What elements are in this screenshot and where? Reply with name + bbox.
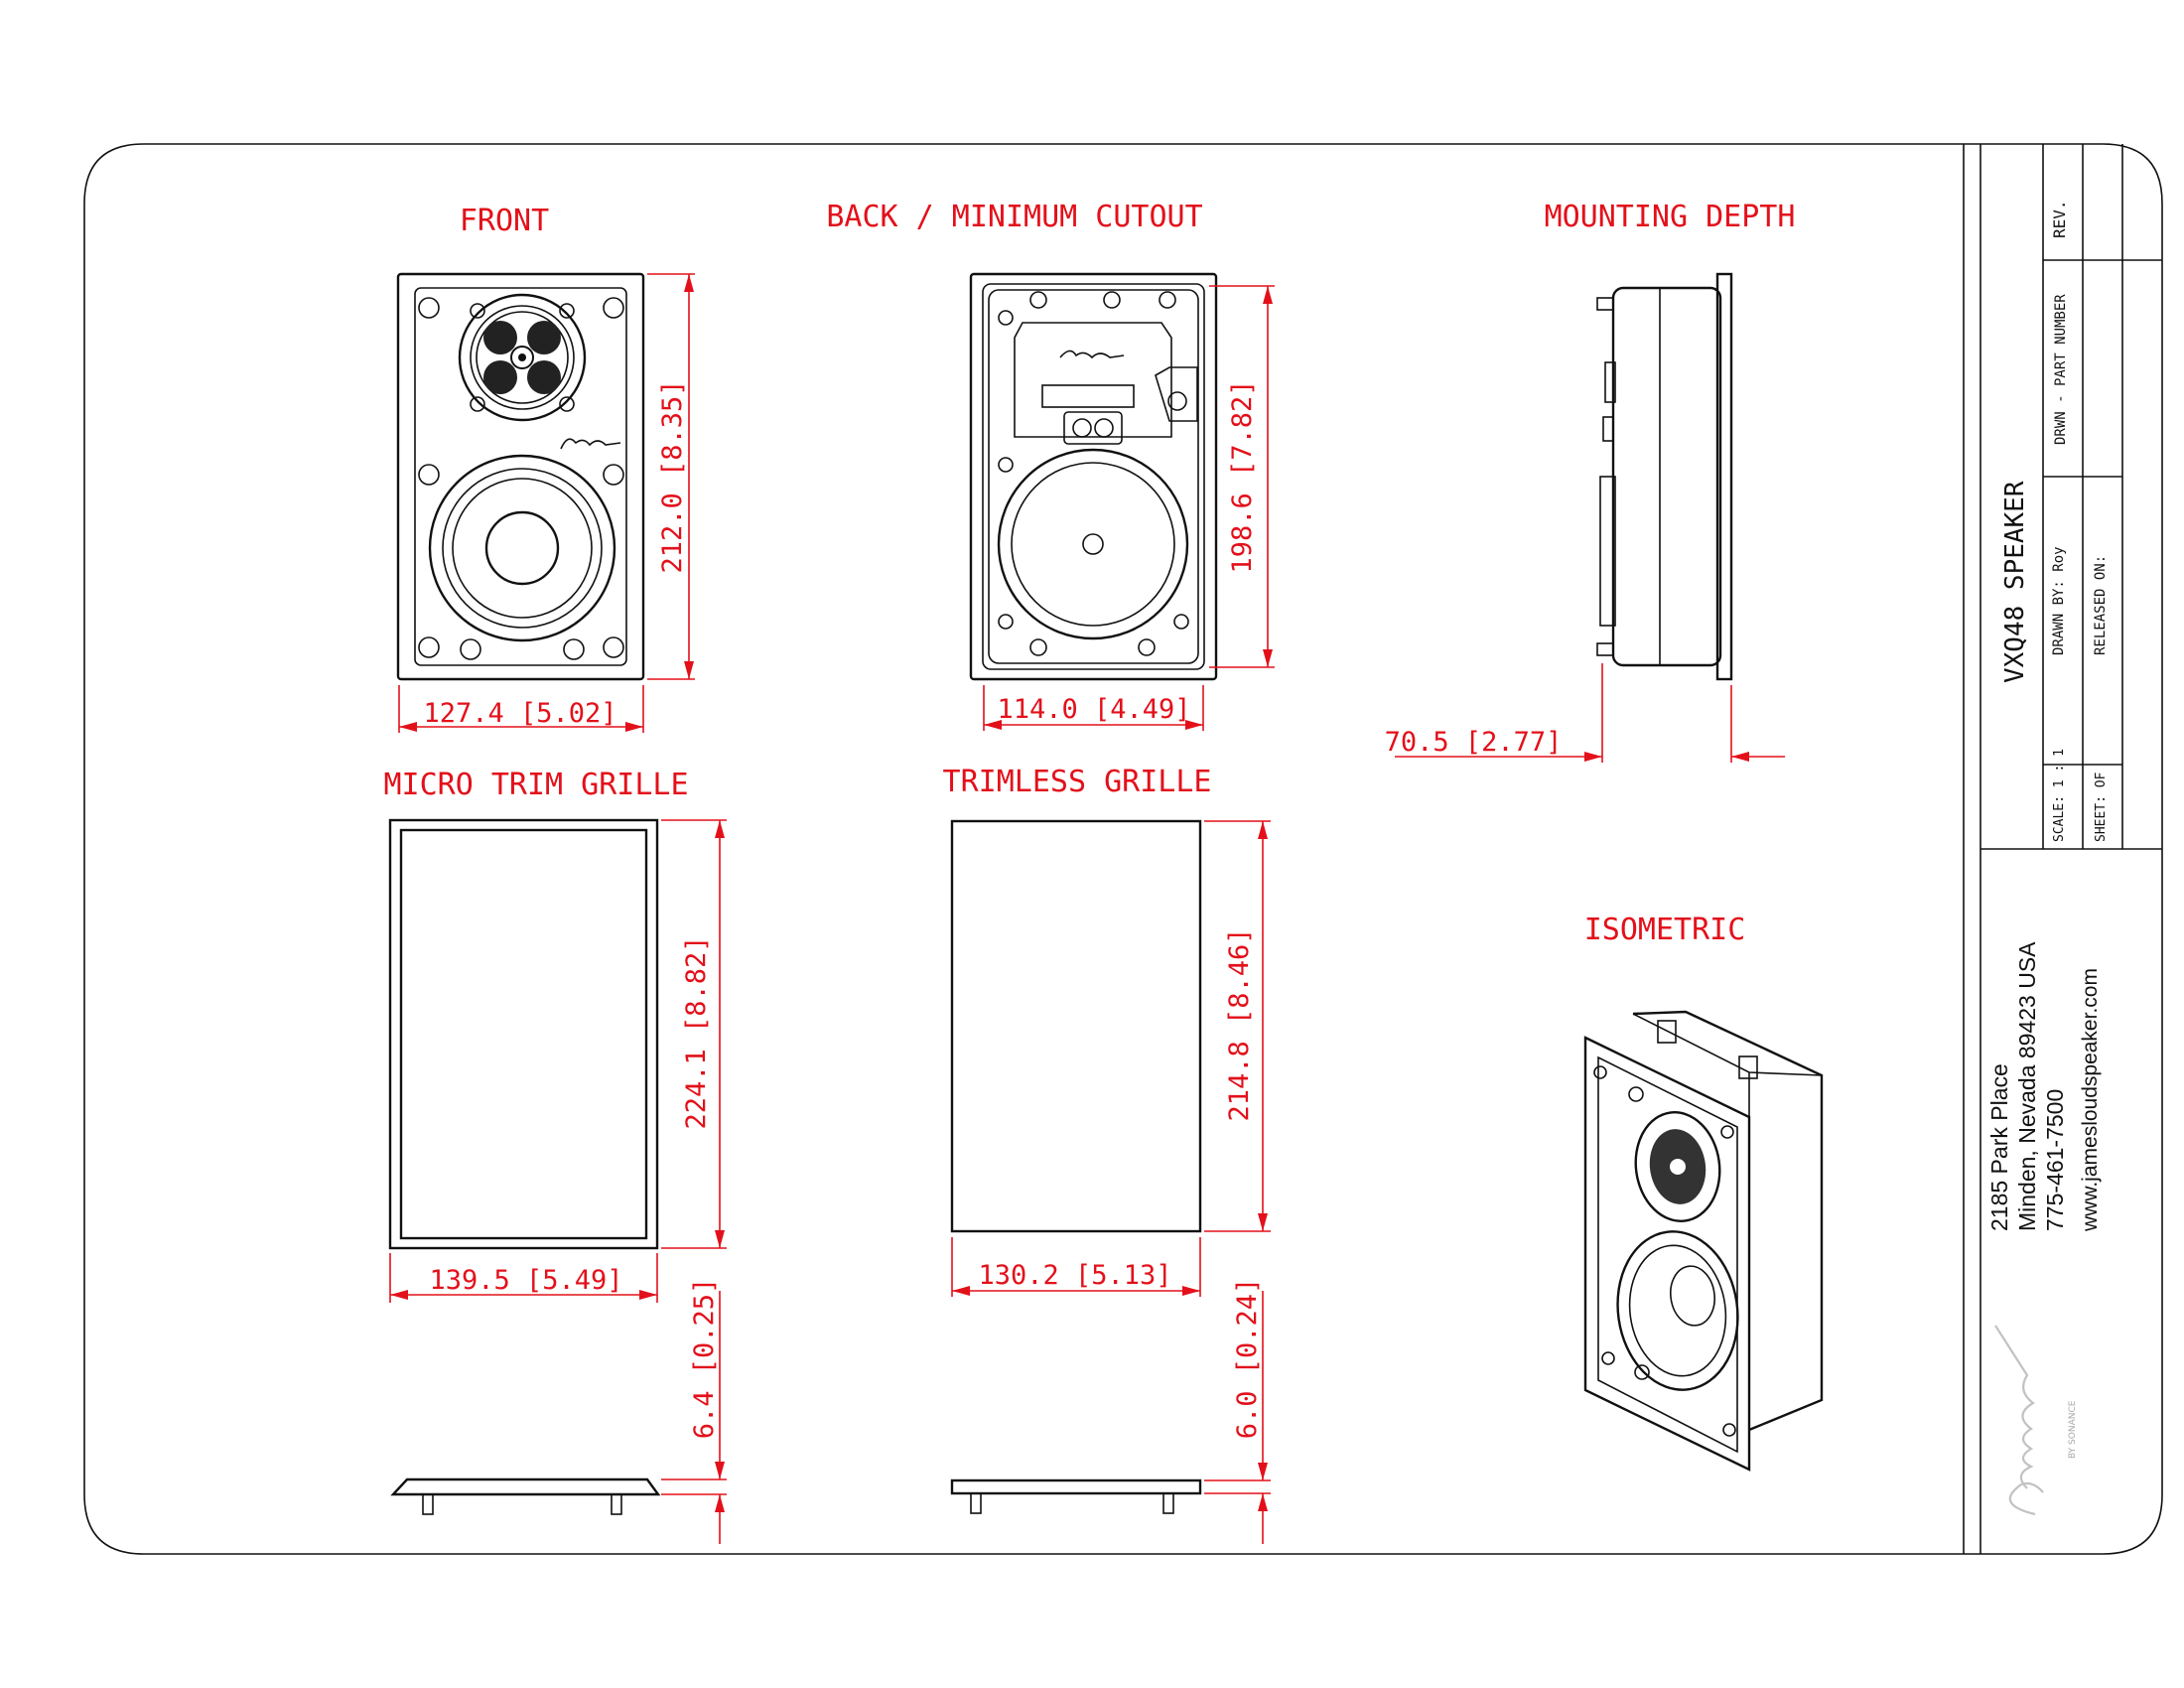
dim-micro-trim-thickness: 6.4 [0.25] <box>689 1278 720 1440</box>
back-view: 114.0 [4.49] 198.6 [7.82] <box>969 272 1275 731</box>
sheet-border <box>83 143 2163 1555</box>
iso-woofer-icon <box>1616 1230 1739 1391</box>
released-on: RELEASED ON: <box>2093 555 2109 655</box>
mounting-screw-icon <box>418 297 624 660</box>
trimless-grille-view: 130.2 [5.13] 214.8 [8.46] 6.0 [0.24] <box>950 819 1271 1544</box>
sheet-label: SHEET: OF <box>2094 772 2109 842</box>
james-logo: BY SONANCE <box>1994 1325 2078 1516</box>
dim-mounting-depth: 70.5 [2.77] <box>1385 727 1563 758</box>
dim-micro-trim-height: 224.1 [8.82] <box>681 935 712 1129</box>
revision-label: REV. <box>2050 200 2069 238</box>
front-badge <box>560 438 621 450</box>
title-block: REV. DRWN - PART NUMBER VXQ48 SPEAKER DR… <box>1980 144 2162 850</box>
part-number-label: DRWN - PART NUMBER <box>2053 294 2069 445</box>
view-title-trimless: TRIMLESS GRILLE <box>943 765 1212 799</box>
company-info: 2185 Park Place Minden, Nevada 89423 USA… <box>1986 941 2102 1516</box>
view-title-back: BACK / MINIMUM CUTOUT <box>826 200 1202 234</box>
isometric-view <box>1583 1010 1824 1472</box>
view-title-depth: MOUNTING DEPTH <box>1545 200 1796 234</box>
drawn-by: DRAWN BY: Roy <box>2051 546 2067 655</box>
view-title-front: FRONT <box>460 204 549 238</box>
dim-trimless-thickness: 6.0 [0.24] <box>1232 1278 1263 1440</box>
front-view: 127.4 [5.02] 212.0 [8.35] <box>396 272 695 733</box>
address-line-1: 2185 Park Place <box>1986 1063 2012 1231</box>
dim-trimless-height: 214.8 [8.46] <box>1224 927 1255 1121</box>
micro-trim-grille-view: 139.5 [5.49] 224.1 [8.82] 6.4 [0.25] <box>388 818 727 1544</box>
website: www.jamesloudspeaker.com <box>2079 968 2102 1232</box>
tweeter-icon <box>458 293 587 422</box>
view-title-micro-trim: MICRO TRIM GRILLE <box>383 768 688 802</box>
dim-trimless-width: 130.2 [5.13] <box>978 1260 1171 1291</box>
woofer-icon <box>428 454 616 642</box>
dim-front-height: 212.0 [8.35] <box>657 379 688 573</box>
dim-micro-trim-width: 139.5 [5.49] <box>429 1265 622 1296</box>
address-line-2: Minden, Nevada 89423 USA <box>2014 941 2040 1231</box>
scale-label: SCALE: 1 : 1 <box>2052 749 2067 842</box>
drawing-title: VXQ48 SPEAKER <box>2000 481 2030 683</box>
brand-tagline: BY SONANCE <box>2068 1400 2078 1459</box>
terminal-icon <box>1063 411 1123 445</box>
dim-back-height: 198.6 [7.82] <box>1227 379 1258 573</box>
woofer-basket-icon <box>997 448 1189 640</box>
dim-front-width: 127.4 [5.02] <box>423 698 616 729</box>
mounting-depth-view: 70.5 [2.77] <box>1385 272 1785 763</box>
dim-back-width: 114.0 [4.49] <box>997 694 1190 725</box>
iso-tweeter-icon <box>1634 1111 1721 1222</box>
view-title-isometric: ISOMETRIC <box>1584 913 1746 947</box>
phone-number: 775-461-7500 <box>2042 1089 2068 1231</box>
